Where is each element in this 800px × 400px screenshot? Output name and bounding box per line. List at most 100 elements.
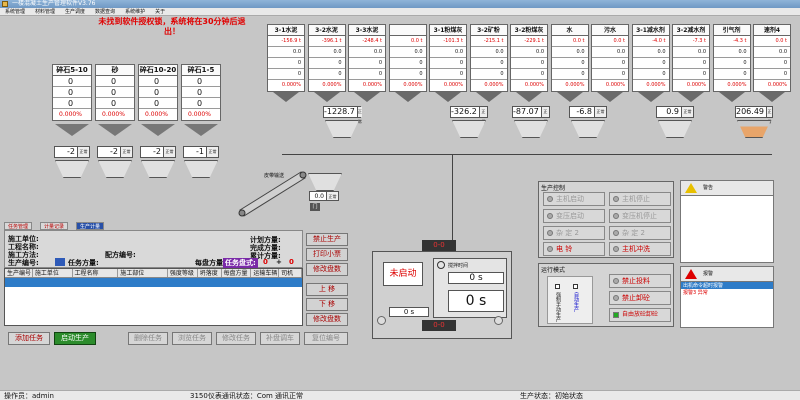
aggregate-gate [184,124,218,136]
aggregate-gate [55,124,89,136]
warning-list[interactable] [681,195,773,262]
host-start-button[interactable]: 主机启动 [543,192,605,206]
silo-value-c: 0 [470,69,507,80]
menu-bar: 系统管理 材料管理 生产调度 数据查询 系统维护 关于 [0,8,800,16]
pressure-start-button[interactable]: 变压启动 [543,209,605,223]
aggregate-scale-value: -2 [67,147,75,156]
task-grid[interactable]: 生产编号施工单位工程名称施工部位强度等级坍落度每盘方量运输车辆司机 [4,268,303,326]
powder-scale-status: 正常 [594,107,606,117]
wait-hopper-status: 正常 [326,192,338,200]
column-header[interactable]: 工程名称 [73,269,119,277]
aggregate-percent: 0.000% [96,109,134,120]
menu-system[interactable]: 系统管理 [5,9,26,15]
reset-code-button[interactable]: 复位编号 [304,332,348,345]
alarm-icon [685,269,697,279]
silo-gate [516,92,542,102]
column-header[interactable]: 施工部位 [118,269,168,277]
column-header[interactable]: 坍落度 [198,269,222,277]
silo-name: 3-2粉煤灰 [511,25,547,36]
menu-materials[interactable]: 材料管理 [35,9,56,15]
wait-hopper-value: 0.0 [314,193,324,200]
run-mode-panel: 运行模式 强制手动生产 自动生产 禁止投料 禁止卸砼 自由放砼卸砼 [538,263,674,327]
auto-mode-radio[interactable] [573,284,578,289]
forbid-production-button[interactable]: 禁止生产 [306,233,348,246]
batch-plus[interactable]: + [276,258,282,266]
free-discharge-button[interactable]: 自由放砼卸砼 [609,308,671,322]
column-header[interactable]: 司机 [279,269,302,277]
modify-batches-button[interactable]: 修改盘数 [306,263,348,276]
silo-value-a: 0.0 [673,47,709,58]
menu-about[interactable]: 关于 [155,9,166,15]
host-stop-button[interactable]: 主机停止 [609,192,671,206]
silo-gate [475,92,502,102]
tab-production-metering[interactable]: 生产计量 [76,222,105,230]
menu-query[interactable]: 数据查询 [95,9,116,15]
mixer-wheel-right [494,316,503,325]
silo-value-c: 0 [268,69,304,80]
conveyor-label: 皮带输送 [264,173,285,179]
silo-value-b: 0 [268,58,304,69]
silo-name: 3-2矿粉 [470,25,507,36]
silo-value-b: 0 [308,58,345,69]
column-header[interactable]: 强度等级 [168,269,198,277]
powder-scale-value: -1228.7 [324,107,355,116]
aggregate-value-3: 0 [182,98,220,109]
powder-scale-value: -326.2 [451,107,477,116]
aggregate-scale-value: -2 [153,147,161,156]
aggregate-bin-name: 碎石10-20 [139,65,177,76]
table-row[interactable] [5,278,302,287]
pressure-stop-button[interactable]: 变压机停止 [609,209,671,223]
list-item[interactable]: 出机命令超时报警 [681,282,773,289]
conveyor-belt [238,171,307,217]
tab-metering-log[interactable]: 计量记录 [40,222,69,230]
clock-icon [437,261,445,269]
modify-task-button[interactable]: 修改任务 [216,332,256,345]
powder-scale-status: 正常 [356,107,362,124]
add-task-button[interactable]: 添加任务 [8,332,50,345]
manual-mode-radio[interactable] [555,284,560,289]
silo-stock: -101.3 t [430,36,466,47]
misc-1-button[interactable]: 杂 定 2 [543,226,605,240]
column-header[interactable]: 施工单位 [33,269,73,277]
misc-2-button[interactable]: 杂 定 2 [609,226,671,240]
column-header[interactable]: 生产编号 [7,269,33,277]
move-up-button[interactable]: 上 移 [306,283,348,296]
forbid-feed-button[interactable]: 禁止投料 [609,274,671,288]
list-item[interactable]: 报警3 异常 [683,290,708,296]
host-flush-button[interactable]: 主机冲洗 [609,242,671,256]
column-header[interactable]: 运输车辆 [253,269,280,277]
menu-dispatch[interactable]: 生产调度 [65,9,86,15]
column-header[interactable]: 每盘方量 [222,269,252,277]
browse-task-button[interactable]: 浏览任务 [172,332,212,345]
reissue-car-button[interactable]: 补盘调车 [260,332,300,345]
move-down-button[interactable]: 下 移 [306,298,348,311]
aggregate-value-1: 0 [182,76,220,87]
start-production-button[interactable]: 启动生产 [54,332,96,345]
print-ticket-button[interactable]: 打印小票 [306,248,348,261]
bell-button[interactable]: 电 铃 [543,242,605,256]
silo-value-b: 0 [389,58,426,69]
auto-mode-label: 自动生产 [573,292,579,312]
mixer-status: 未启动 [383,262,423,286]
aggregate-value-1: 0 [139,76,177,87]
delete-task-button[interactable]: 删除任务 [128,332,168,345]
silo-gate [637,92,664,102]
aggregate-value-2: 0 [96,87,134,98]
aggregate-percent: 0.000% [53,109,91,120]
silo-value-c: 0 [754,69,790,80]
menu-maintain[interactable]: 系统维护 [125,9,146,15]
modify-batches-2-button[interactable]: 修改盘数 [306,313,348,326]
hopper-door[interactable]: 门 [310,203,320,211]
code-field[interactable] [55,258,65,266]
silo-name: 3-2减水剂 [673,25,709,36]
feed-pipe [452,154,453,240]
tab-task-manage[interactable]: 任务管理 [4,222,33,230]
forbid-discharge-button[interactable]: 禁止卸砼 [609,291,671,305]
alarm-list[interactable]: 出机命令超时报警 报警3 异常 [681,281,773,327]
window-title: 一楼混凝土生产管理软件V3.76 [12,0,96,7]
